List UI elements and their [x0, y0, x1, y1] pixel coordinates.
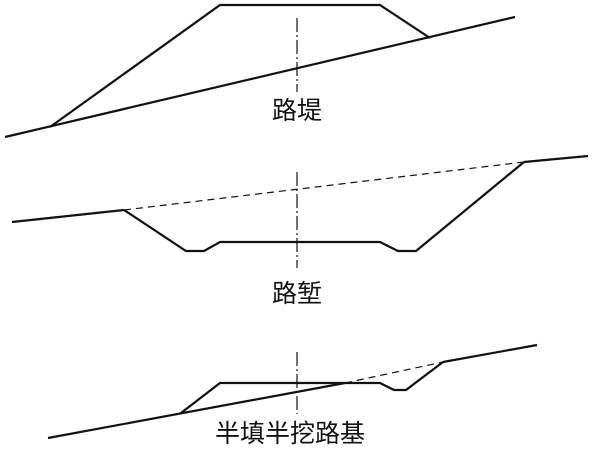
- cutting-section: 路堑: [11, 154, 589, 308]
- embankment-ground-line: [4, 15, 516, 139]
- half-fill-half-cut-label: 半填半挖路基: [215, 419, 365, 448]
- half-section-ground-right: [442, 343, 538, 364]
- embankment-body-outline: [49, 3, 431, 128]
- half-section-original-ground-dashed: [344, 361, 444, 384]
- half-section-ground-left: [47, 381, 346, 440]
- cutting-ground-left: [11, 208, 125, 224]
- cutting-ground-right: [523, 154, 589, 164]
- half-fill-half-cut-section: 半填半挖路基: [47, 343, 538, 448]
- half-section-outline: [180, 361, 444, 414]
- embankment-section: 路堤: [4, 3, 516, 139]
- embankment-label: 路堤: [272, 96, 322, 125]
- cutting-section-outline: [123, 161, 525, 253]
- cutting-label: 路堑: [272, 279, 322, 308]
- cutting-original-ground-dashed: [123, 161, 525, 211]
